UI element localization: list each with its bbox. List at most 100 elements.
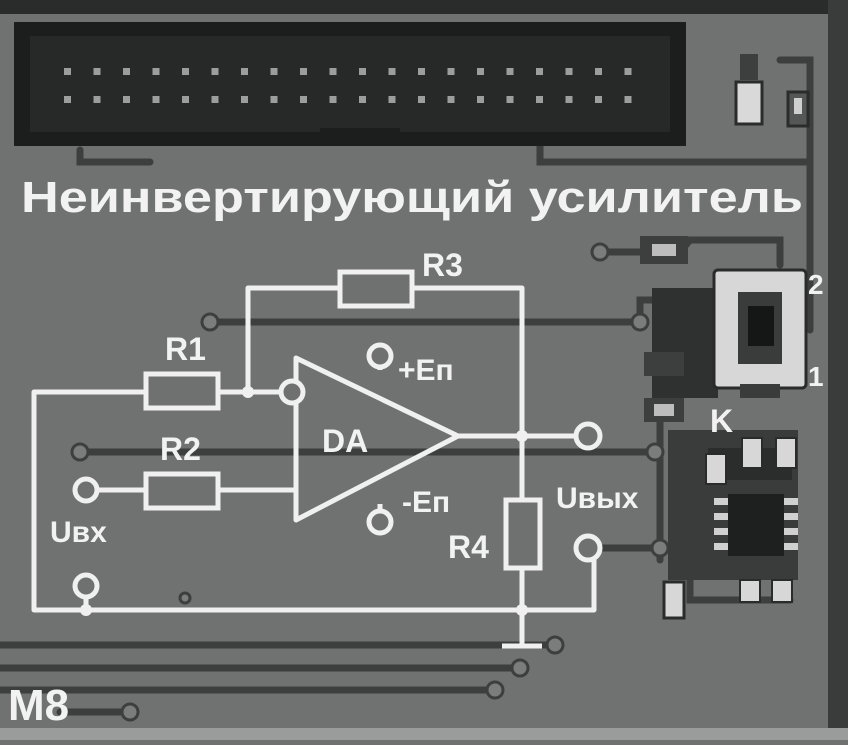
opamp-triangle	[293, 355, 461, 523]
label-input-voltage: Uвх	[50, 516, 107, 549]
pad	[485, 680, 505, 700]
header-pin	[565, 68, 573, 75]
smd-top-right	[734, 54, 810, 128]
header-pin	[211, 68, 219, 75]
header-pin	[329, 68, 337, 75]
pad	[650, 538, 670, 558]
resistor-r3	[337, 269, 415, 309]
slide-switch-tab	[740, 384, 780, 398]
header-key	[320, 128, 400, 144]
board-bottom-edge	[0, 728, 848, 740]
header-pins	[64, 68, 632, 103]
ic-leg	[714, 513, 728, 520]
header-pin	[241, 96, 248, 103]
wire-ground-bus	[86, 560, 597, 613]
ic-leg	[784, 543, 798, 550]
trace-pads	[70, 242, 670, 722]
smd-pad	[739, 579, 761, 603]
terminal-input[interactable]	[72, 476, 100, 504]
junction-dot	[242, 386, 254, 398]
label-r2: R2	[160, 431, 201, 467]
header-pin	[359, 96, 366, 103]
header-well	[30, 36, 670, 132]
terminal-neg-supply[interactable]	[366, 508, 394, 536]
ic-leg	[784, 528, 798, 535]
header-pin	[447, 96, 455, 103]
board-title: Неинвертирующий усилитель	[21, 173, 803, 222]
terminal-output-ground[interactable]	[573, 533, 603, 563]
slide-switch-knob[interactable]	[748, 306, 774, 346]
trace-header-left	[76, 146, 154, 166]
terminal-inverting-input[interactable]	[278, 378, 306, 406]
label-neg-supply: -Eп	[402, 486, 450, 519]
ribbon-header-connector	[14, 22, 686, 146]
module-id: М8	[8, 681, 69, 730]
pad	[510, 658, 530, 678]
smd-pad	[771, 579, 793, 603]
label-r1: R1	[165, 331, 206, 367]
header-pin	[565, 96, 573, 103]
smd-pad	[741, 437, 763, 469]
ic-body	[728, 494, 784, 556]
header-pin	[93, 68, 101, 75]
ic-leg	[784, 513, 798, 520]
resistor-r1	[143, 371, 221, 411]
header-pin	[241, 68, 248, 75]
header-pin	[624, 68, 632, 75]
resistor-r4	[503, 497, 543, 571]
header-pin	[624, 96, 632, 103]
header-pin	[270, 96, 278, 103]
wire-r3-left	[245, 285, 340, 392]
smd-cap-mark	[652, 244, 676, 256]
switch-block	[640, 236, 808, 422]
header-pin	[595, 96, 602, 103]
smd-led	[734, 80, 764, 126]
wire-r3-right	[412, 285, 525, 436]
label-switch-pos-1: 1	[808, 361, 824, 392]
header-pin	[329, 96, 337, 103]
board-right-edge	[828, 0, 848, 740]
header-pin	[506, 68, 514, 75]
terminal-output[interactable]	[573, 421, 603, 451]
pad	[200, 312, 220, 332]
header-pin	[595, 68, 602, 75]
header-pin	[211, 96, 219, 103]
label-opamp: DA	[322, 423, 368, 459]
test-terminals	[72, 342, 603, 600]
ic-leg	[714, 528, 728, 535]
label-output-voltage: Uвых	[556, 482, 639, 515]
label-r3: R3	[422, 247, 463, 283]
smd-resistor-mark	[794, 98, 802, 114]
smd-resistor	[662, 580, 686, 620]
ic-leg	[784, 498, 798, 505]
ic-leg	[714, 498, 728, 505]
resistor-r2	[143, 471, 221, 511]
header-pin	[477, 68, 484, 75]
terminal-pos-supply[interactable]	[366, 342, 394, 370]
header-pin	[506, 96, 514, 103]
trace-right-riser	[776, 56, 814, 334]
pad	[645, 442, 665, 462]
smd-pad	[705, 453, 727, 485]
ic-legs	[714, 498, 798, 550]
header-pin	[300, 68, 307, 75]
header-pin	[270, 68, 278, 75]
header-pin	[388, 68, 396, 75]
board-top-edge	[0, 0, 848, 14]
smd-pad	[740, 54, 758, 80]
header-pin	[536, 68, 543, 75]
header-pin	[388, 96, 396, 103]
smd-pad	[775, 437, 797, 469]
header-pin	[64, 96, 71, 103]
trace-header-right	[536, 138, 814, 166]
header-pin	[536, 96, 543, 103]
pad	[178, 591, 192, 605]
junction-dot	[516, 604, 528, 616]
switch-shadow-block	[652, 288, 718, 398]
header-pin	[64, 68, 71, 75]
label-pos-supply: +Eп	[398, 354, 454, 387]
terminal-input-ground[interactable]	[72, 572, 100, 600]
pad	[630, 312, 650, 332]
